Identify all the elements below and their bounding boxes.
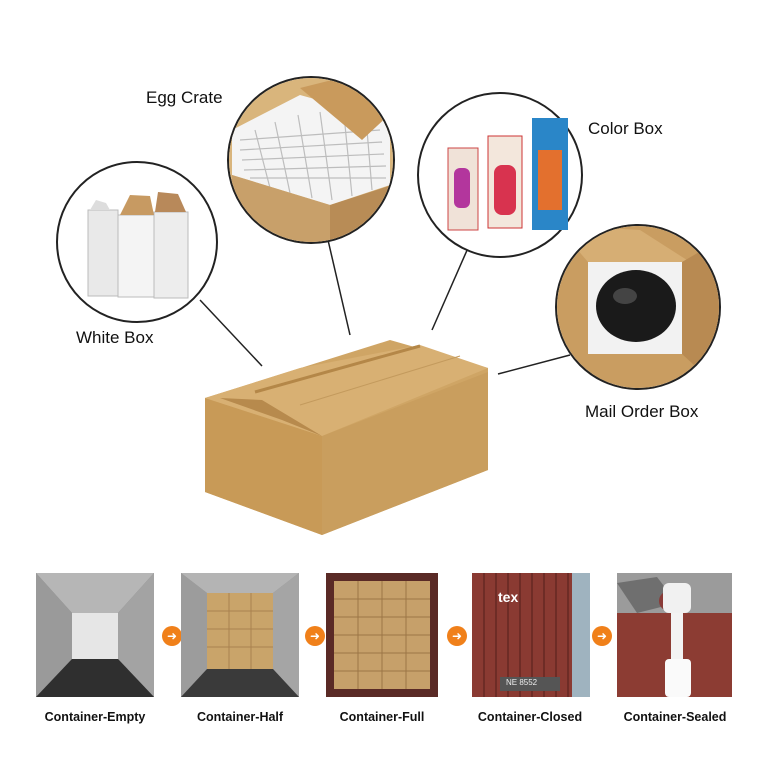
mail-order-box-circle bbox=[555, 224, 721, 390]
egg-crate-circle bbox=[227, 76, 395, 244]
step-arrow-icon: ➜ bbox=[592, 626, 612, 646]
container-brand-mark: tex bbox=[498, 589, 519, 605]
step-arrow-icon: ➜ bbox=[162, 626, 182, 646]
caption-container-empty: Container-Empty bbox=[44, 710, 146, 724]
white-box-label: White Box bbox=[76, 328, 154, 347]
mail-order-connector bbox=[497, 354, 571, 375]
central-carton bbox=[205, 340, 488, 535]
color-box-connector bbox=[431, 247, 469, 331]
container-closed-photo: tex NE 8552 bbox=[472, 573, 590, 697]
caption-container-half: Container-Half bbox=[196, 710, 284, 724]
white-box-circle bbox=[56, 161, 218, 323]
container-sealed-photo bbox=[617, 573, 732, 697]
caption-container-full: Container-Full bbox=[339, 710, 425, 724]
color-box-circle bbox=[417, 92, 583, 258]
egg-crate-connector bbox=[327, 239, 351, 336]
color-box-label: Color Box bbox=[588, 119, 663, 138]
container-half-photo bbox=[181, 573, 299, 697]
caption-container-closed: Container-Closed bbox=[477, 710, 583, 724]
mail-order-box-label: Mail Order Box bbox=[585, 402, 699, 421]
step-arrow-icon: ➜ bbox=[305, 626, 325, 646]
white-box-connector bbox=[199, 299, 263, 367]
caption-container-sealed: Container-Sealed bbox=[623, 710, 727, 724]
egg-crate-label: Egg Crate bbox=[146, 88, 223, 107]
step-arrow-icon: ➜ bbox=[447, 626, 467, 646]
container-plate-text: NE 8552 bbox=[506, 678, 538, 687]
container-empty-photo bbox=[36, 573, 154, 697]
container-full-photo bbox=[326, 573, 438, 697]
